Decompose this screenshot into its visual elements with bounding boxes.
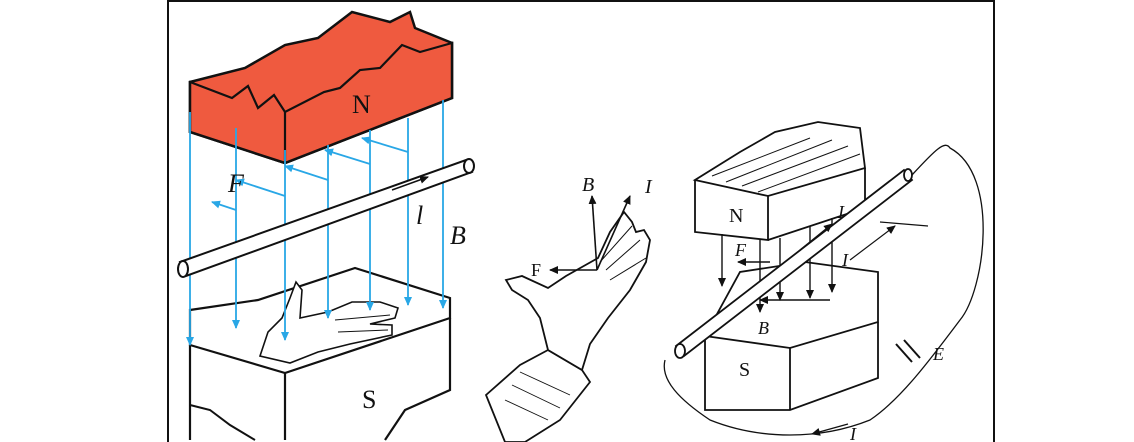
right-south-magnet bbox=[703, 261, 879, 411]
sleeve bbox=[484, 348, 592, 442]
length-label: l bbox=[416, 201, 423, 230]
right-conductor-rod bbox=[674, 168, 914, 359]
left-figure: N S bbox=[177, 10, 475, 441]
current-arrow bbox=[596, 195, 631, 271]
right-current-label-top: I bbox=[837, 202, 845, 222]
figure-frame bbox=[167, 0, 995, 442]
force-label: F bbox=[227, 169, 245, 198]
right-force-label: F bbox=[734, 240, 747, 260]
south-label: S bbox=[362, 385, 376, 414]
circuit-wire bbox=[663, 144, 984, 436]
field-label: B bbox=[450, 221, 466, 250]
battery-icon bbox=[895, 339, 921, 363]
middle-current-label: I bbox=[644, 176, 653, 198]
emf-label: E bbox=[932, 344, 944, 364]
current-leader bbox=[879, 221, 929, 227]
middle-field-label: B bbox=[582, 174, 594, 196]
south-magnet bbox=[188, 266, 452, 441]
field-lines bbox=[186, 100, 447, 346]
right-current-label-side: I bbox=[841, 250, 849, 270]
current-direction-arrow bbox=[849, 225, 896, 261]
right-field-label: B bbox=[758, 318, 769, 338]
circuit-current-arrow bbox=[811, 423, 849, 436]
left-hand-icon bbox=[504, 210, 651, 372]
right-current-label-bottom: I bbox=[849, 424, 857, 442]
middle-force-label: F bbox=[531, 260, 541, 280]
field-arrow bbox=[588, 195, 598, 271]
hand-icon bbox=[258, 280, 399, 364]
north-label: N bbox=[352, 90, 371, 119]
right-north-label: N bbox=[729, 205, 743, 227]
north-magnet bbox=[188, 10, 454, 165]
conductor-rod bbox=[177, 158, 475, 278]
right-south-label: S bbox=[739, 359, 750, 381]
right-figure: N S bbox=[663, 121, 984, 442]
force-arrows bbox=[211, 136, 409, 211]
middle-figure: B I F bbox=[484, 174, 653, 442]
right-north-magnet bbox=[692, 121, 866, 242]
